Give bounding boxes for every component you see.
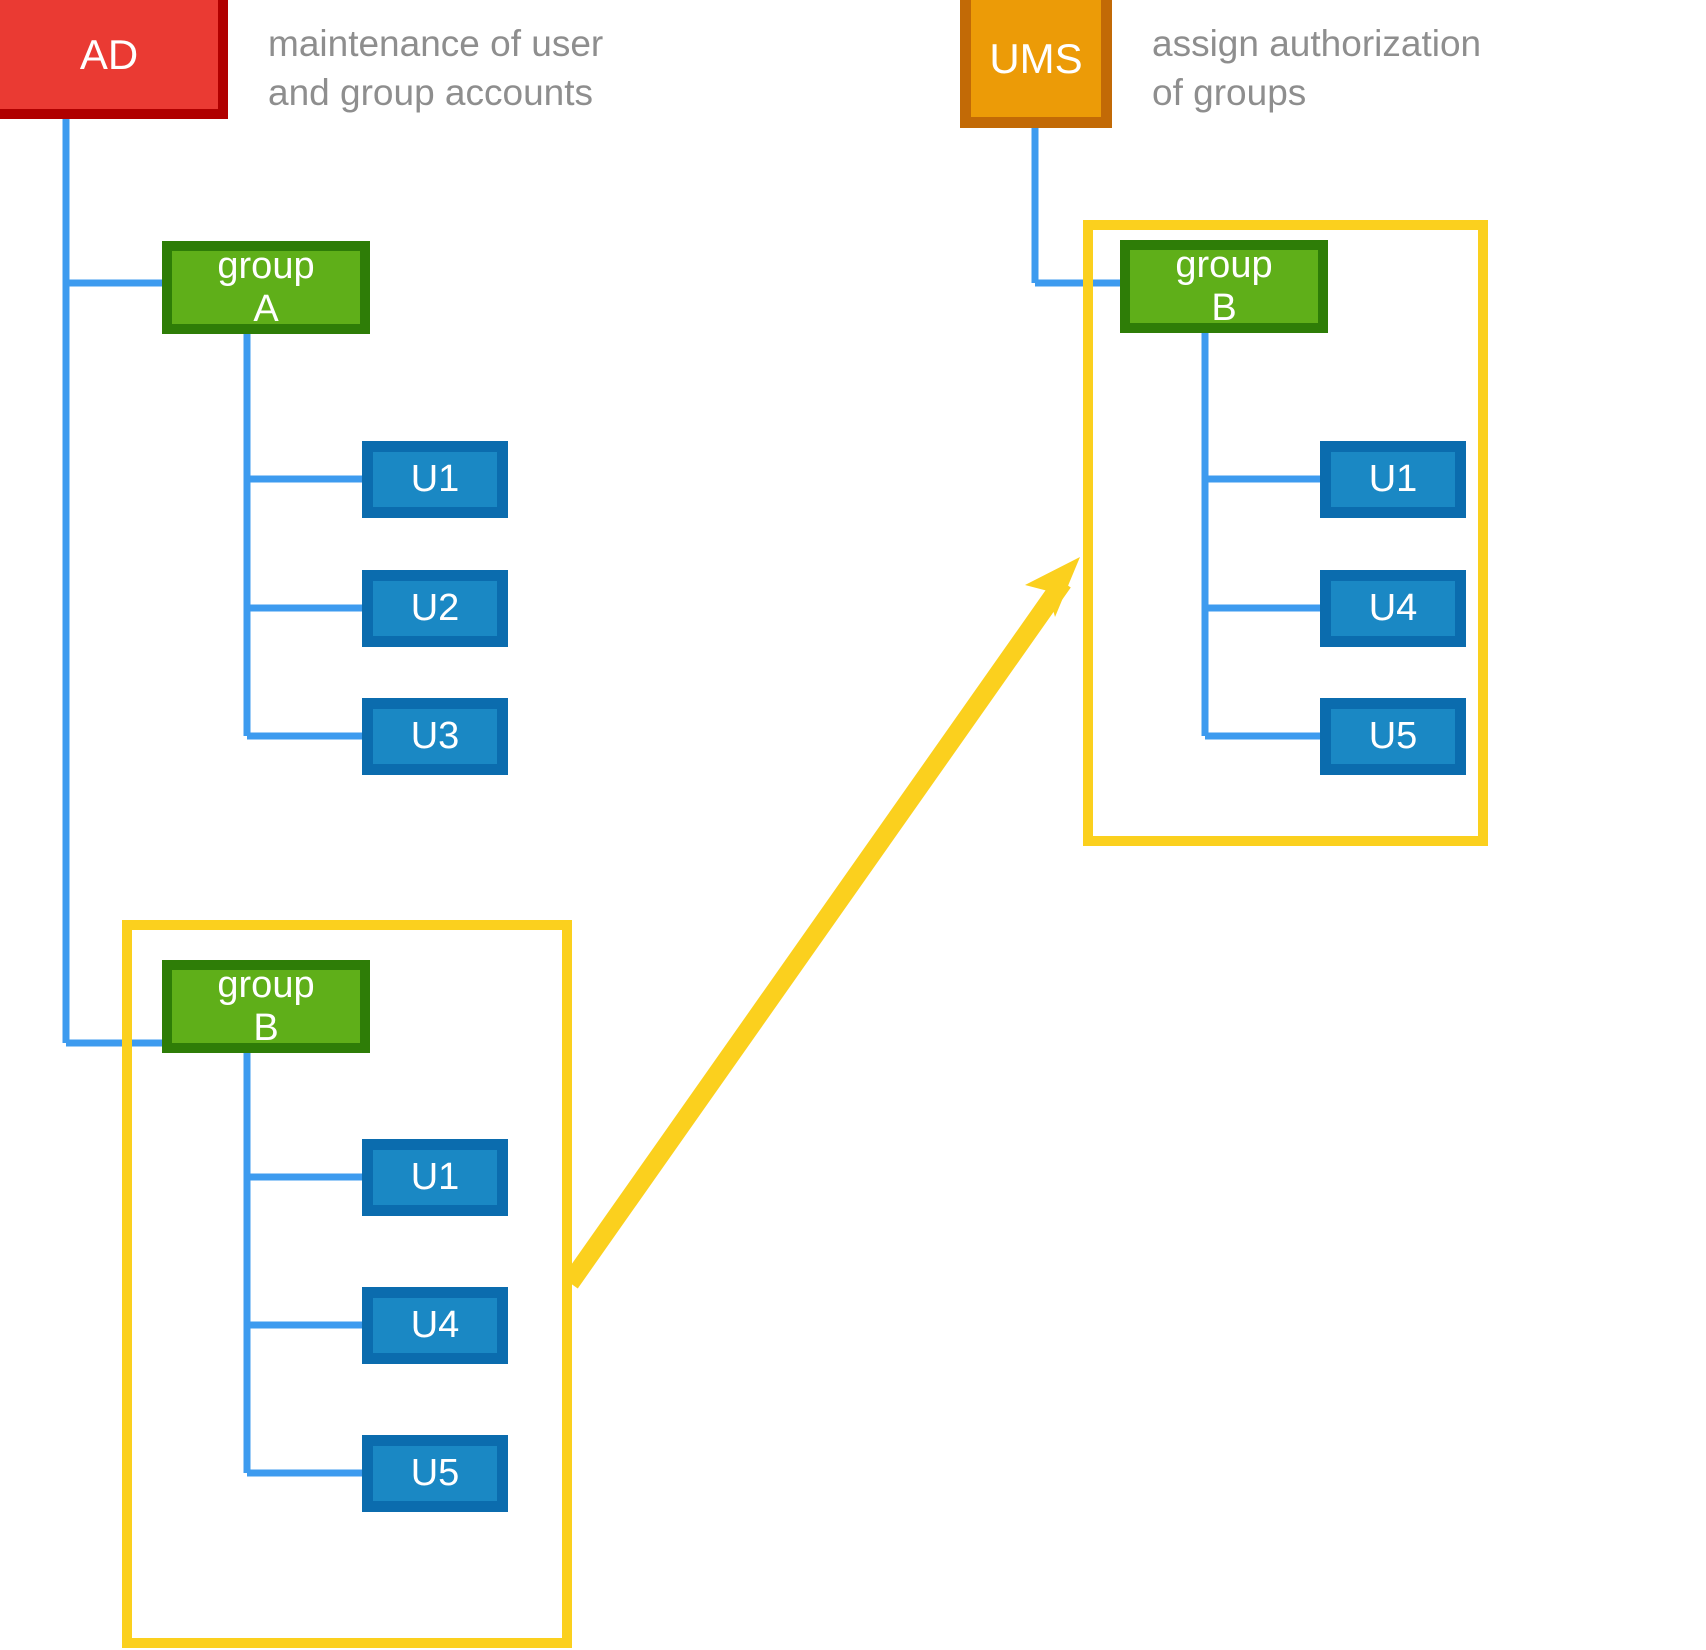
node-group-a-user-0[interactable]: U1: [362, 441, 508, 518]
node-ad[interactable]: AD: [0, 0, 228, 119]
node-group-b-right[interactable]: group B: [1120, 240, 1328, 333]
node-group-b-left-user-0[interactable]: U1: [362, 1139, 508, 1216]
container-group-b-ums: [1083, 220, 1488, 846]
caption-ums: assign authorization of groups: [1152, 23, 1482, 113]
container-group-b-ad: [122, 920, 572, 1648]
node-group-b-left[interactable]: group B: [162, 960, 370, 1053]
node-group-b-right-user-2[interactable]: U5: [1320, 698, 1466, 775]
caption-ad: maintenance of user and group accounts: [268, 23, 604, 113]
mapping-arrow: [562, 557, 1080, 1289]
node-ums[interactable]: UMS: [960, 0, 1112, 128]
node-group-a-user-2[interactable]: U3: [362, 698, 508, 775]
node-group-a[interactable]: group A: [162, 241, 370, 334]
node-group-a-user-1[interactable]: U2: [362, 570, 508, 647]
node-group-b-right-user-0[interactable]: U1: [1320, 441, 1466, 518]
node-group-b-left-user-2[interactable]: U5: [362, 1435, 508, 1512]
node-group-b-left-user-1[interactable]: U4: [362, 1287, 508, 1364]
node-group-b-right-user-1[interactable]: U4: [1320, 570, 1466, 647]
